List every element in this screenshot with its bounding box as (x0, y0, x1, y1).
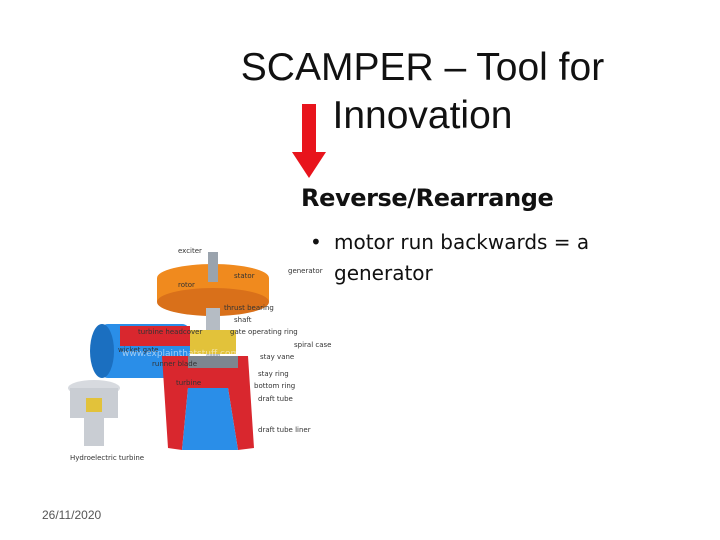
label-exciter: exciter (178, 247, 202, 255)
label-bottom-ring: bottom ring (254, 382, 295, 390)
label-thrust-bearing: thrust bearing (224, 304, 274, 312)
label-stay-ring: stay ring (258, 370, 289, 378)
slide-date: 26/11/2020 (42, 508, 102, 522)
label-generator: generator (288, 267, 323, 275)
label-rotor: rotor (178, 281, 195, 289)
label-turbine: turbine (176, 379, 201, 387)
bullet-marker: • (310, 230, 322, 254)
title-line-2: Innovation (332, 94, 513, 137)
generator-shape (157, 252, 269, 316)
label-runner-blade: runner blade (152, 360, 197, 368)
down-arrow-icon (292, 104, 326, 178)
turbine-diagram: exciter stator rotor generator thrust be… (68, 247, 331, 462)
label-spiral-case: spiral case (294, 341, 331, 349)
draft-tube-shape (120, 326, 254, 450)
bullet-item: • motor run backwards = a generator (310, 227, 610, 289)
label-gate-operating-ring: gate operating ring (230, 328, 298, 336)
section-heading: Reverse/Rearrange (301, 184, 554, 212)
label-shaft: shaft (234, 316, 252, 324)
small-turbine-shape (68, 380, 120, 446)
label-draft-tube: draft tube (258, 395, 293, 403)
label-turbine-headcover: turbine headcover (138, 328, 202, 336)
title-line-1: SCAMPER – Tool for (240, 46, 605, 89)
watermark-text: www.explainthatstuff.com (122, 349, 239, 359)
bullet-text: motor run backwards = a generator (334, 230, 590, 285)
label-draft-tube-liner: draft tube liner (258, 426, 311, 434)
label-hydroelectric-turbine: Hydroelectric turbine (70, 454, 144, 462)
label-stay-vane: stay vane (260, 353, 294, 361)
shaft-shape (188, 308, 238, 368)
label-stator: stator (234, 272, 255, 280)
label-wicket-gate: wicket gate (118, 346, 158, 354)
slide-title: SCAMPER – Tool for Innovation (230, 44, 615, 140)
